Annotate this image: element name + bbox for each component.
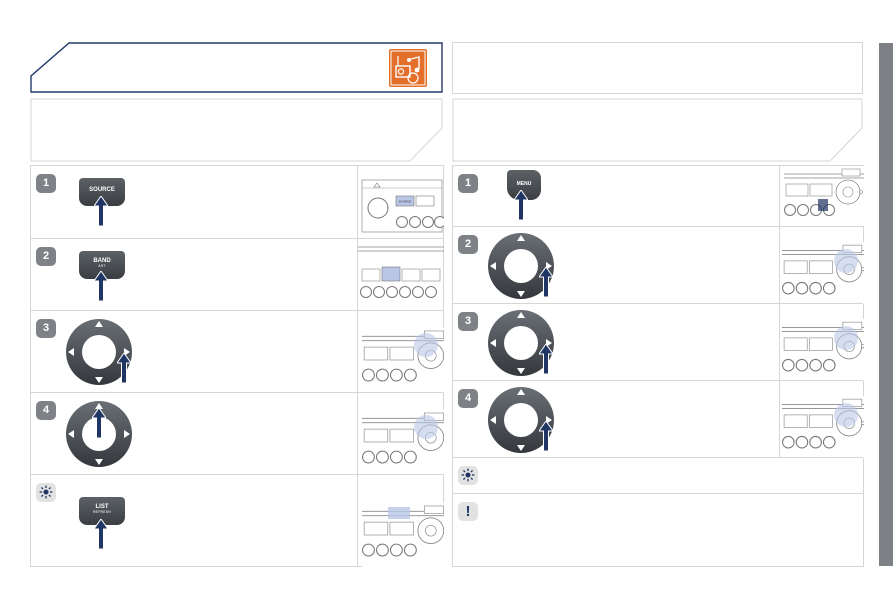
tip-sun-icon [460,467,476,483]
left-header-box [30,42,443,94]
hardware-console-thumbnail [779,304,864,381]
warning-exclamation-icon: ! [465,503,471,520]
press-up-arrow-icon [94,196,108,226]
chapter-tab-strip [879,43,893,566]
step-number-badge: 2 [458,235,478,254]
hardware-console-thumbnail [779,381,864,458]
right-step-1: 1 MENU [453,166,863,226]
press-up-arrow-icon [117,353,131,383]
radio-music-icon [389,49,427,87]
step-number-badge: 3 [458,312,478,331]
menu-button-label: MENU [516,181,532,187]
step-number-badge: 4 [36,401,56,420]
press-up-arrow-icon [514,190,528,220]
right-step-2: 2 [453,226,863,304]
left-step-4: 4 [31,392,443,475]
left-step-tip: LIST REFRESH [31,474,443,567]
press-up-arrow-icon [92,408,106,438]
right-intro-box [452,98,863,162]
left-header-frame [30,42,443,93]
press-up-arrow-icon [539,344,553,374]
left-step-2: 2 BAND AST [31,238,444,311]
list-button-label: LIST [95,504,109,510]
press-up-arrow-icon [94,271,108,301]
press-up-arrow-icon [94,519,108,549]
step-number-badge: 1 [458,174,478,193]
step-number-badge: 3 [36,319,56,338]
press-up-arrow-icon [539,421,553,451]
left-step-1: 1 SOURCE SOURCE [31,166,444,238]
hardware-console-thumbnail [357,311,444,393]
band-button-sublabel: AST [98,264,106,268]
right-warning-row: ! [453,493,863,567]
right-intro-frame [452,98,863,162]
step-number-badge: 2 [36,247,56,266]
warning-badge: ! [458,502,478,521]
right-tip-row [453,457,863,494]
tip-badge [458,466,478,485]
right-steps-panel: 1 MENU 2 3 [452,165,864,567]
hardware-console-thumbnail [779,166,864,226]
right-step-4: 4 [453,380,863,458]
step-number-badge: 4 [458,389,478,408]
hardware-console-thumbnail [357,475,444,567]
list-button-icon: LIST REFRESH [79,497,125,525]
tip-sun-icon [38,484,54,500]
hardware-console-thumbnail [357,393,444,475]
right-step-3: 3 [453,303,863,381]
list-button-sublabel: REFRESH [92,510,112,514]
hardware-console-thumbnail [779,227,864,304]
hw-source-label: SOURCE [399,200,412,204]
left-intro-box [30,98,443,162]
left-steps-panel: 1 SOURCE SOURCE 2 BAND AST [30,165,444,567]
hardware-console-thumbnail [357,239,444,311]
press-up-arrow-icon [539,267,553,297]
right-header-box [452,42,863,94]
band-button-label: BAND [93,258,111,264]
hardware-console-thumbnail: SOURCE [357,166,444,238]
tip-badge [36,483,56,502]
step-number-badge: 1 [36,174,56,193]
left-step-3: 3 [31,310,443,393]
left-intro-frame [30,98,443,162]
source-button-label: SOURCE [89,187,115,193]
